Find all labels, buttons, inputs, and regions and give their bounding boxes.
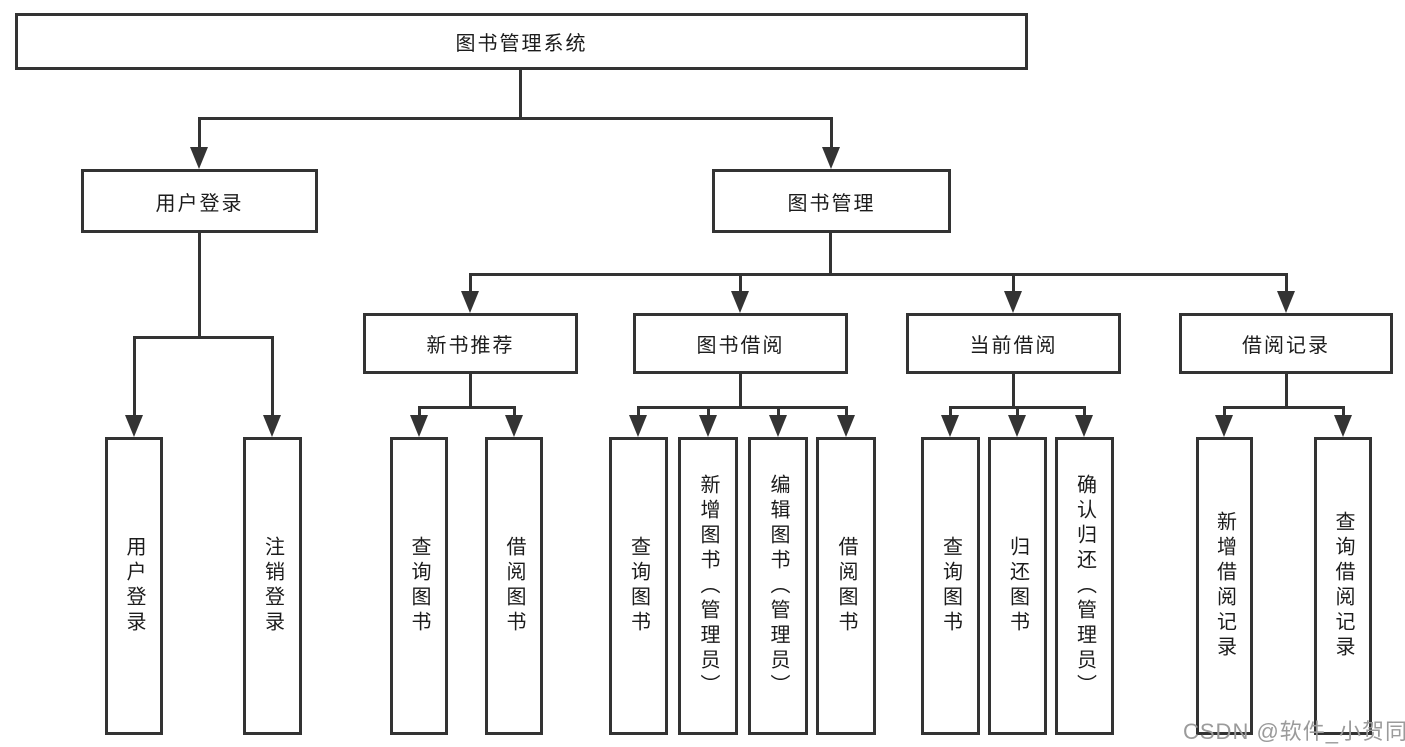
connector-line [519,70,522,117]
leaf-query-books-borrowing: 查询图书 [609,437,668,735]
connector-line [777,406,780,415]
connector-arrowhead [505,415,523,437]
watermark: CSDN @软件_小贺同学 [1183,719,1405,744]
leaf-confirm-return-admin: 确认归还（管理员） [1055,437,1114,735]
connector-line [198,117,833,120]
leaf-query-books-recommend: 查询图书 [390,437,448,735]
connector-line [1285,374,1288,406]
connector-line [198,117,201,147]
connector-arrowhead [190,147,208,169]
connector-line [133,336,274,339]
node-book-borrowing: 图书借阅 [633,313,848,374]
connector-arrowhead [1008,415,1026,437]
connector-line [469,273,1288,276]
node-borrowing-records: 借阅记录 [1179,313,1393,374]
node-library-management-system: 图书管理系统 [15,13,1028,70]
leaf-query-borrow-record: 查询借阅记录 [1314,437,1372,735]
leaf-borrow-books: 借阅图书 [816,437,876,735]
connector-arrowhead [1075,415,1093,437]
connector-line [707,406,710,415]
connector-line [739,374,742,406]
connector-arrowhead [699,415,717,437]
leaf-return-books: 归还图书 [988,437,1047,735]
connector-line [198,233,201,336]
connector-line [949,406,952,415]
connector-arrowhead [263,415,281,437]
leaf-user-login: 用户登录 [105,437,163,735]
node-book-management: 图书管理 [712,169,951,233]
connector-line [637,406,640,415]
connector-line [845,406,848,415]
connector-arrowhead [769,415,787,437]
connector-line [1012,374,1015,406]
connector-line [271,336,274,415]
connector-line [829,233,832,273]
connector-arrowhead [410,415,428,437]
connector-line [133,336,136,415]
connector-arrowhead [941,415,959,437]
connector-line [1012,273,1015,291]
leaf-logout: 注销登录 [243,437,302,735]
leaf-query-books-current: 查询图书 [921,437,980,735]
connector-line [1016,406,1019,415]
connector-line [469,273,472,291]
connector-arrowhead [837,415,855,437]
connector-line [830,117,833,147]
connector-arrowhead [1215,415,1233,437]
connector-arrowhead [125,415,143,437]
connector-line [418,406,421,415]
connector-line [418,406,516,409]
connector-line [1342,406,1345,415]
connector-arrowhead [731,291,749,313]
connector-arrowhead [1334,415,1352,437]
connector-line [1223,406,1345,409]
leaf-add-borrow-record: 新增借阅记录 [1196,437,1253,735]
node-current-borrowing: 当前借阅 [906,313,1121,374]
connector-arrowhead [822,147,840,169]
connector-line [739,273,742,291]
leaf-borrow-books-recommend: 借阅图书 [485,437,543,735]
connector-line [1285,273,1288,291]
connector-line [513,406,516,415]
connector-line [469,374,472,406]
connector-arrowhead [1277,291,1295,313]
node-new-book-recommendation: 新书推荐 [363,313,578,374]
leaf-edit-books-admin: 编辑图书（管理员） [748,437,808,735]
connector-line [1083,406,1086,415]
connector-line [1223,406,1226,415]
node-user-login: 用户登录 [81,169,318,233]
connector-line [637,406,848,409]
leaf-add-books-admin: 新增图书（管理员） [678,437,738,735]
connector-arrowhead [629,415,647,437]
connector-arrowhead [461,291,479,313]
connector-arrowhead [1004,291,1022,313]
